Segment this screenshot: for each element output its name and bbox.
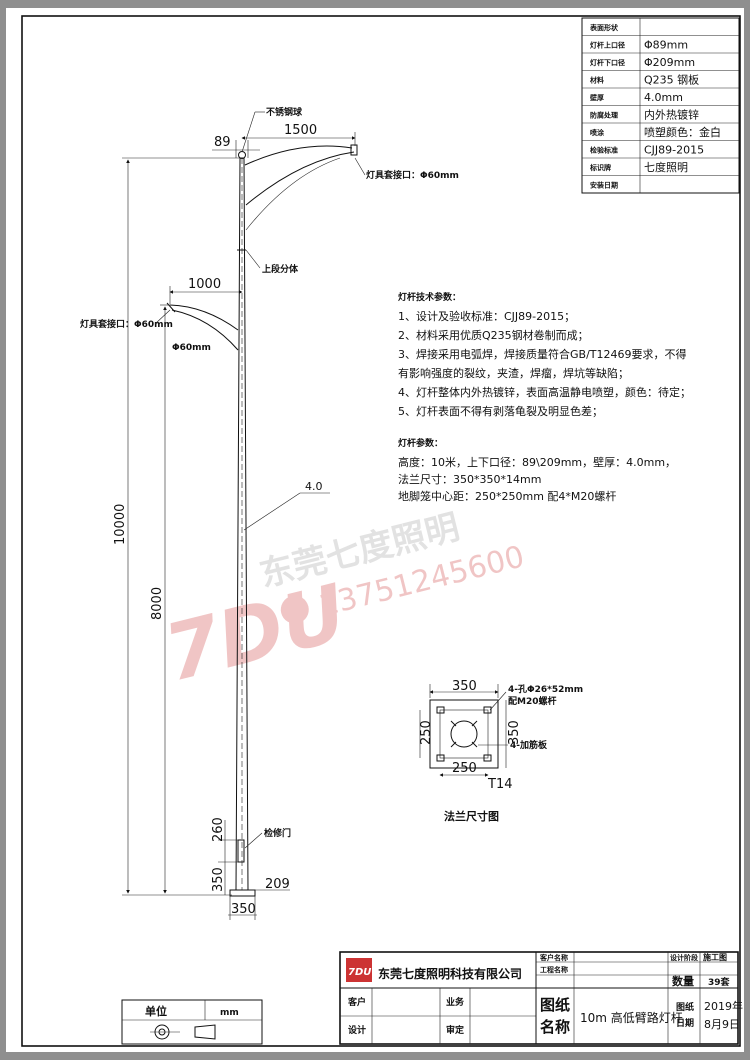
date-value-2: 8月9日 (704, 1018, 740, 1031)
customer-name-label: 客户名称 (539, 953, 568, 962)
qty-value: 39套 (708, 976, 731, 988)
drawing-name-label-2: 名称 (540, 1018, 570, 1036)
dim-lower-arm: 1000 (188, 277, 221, 292)
note-upper-mouth: 灯具套接口：Φ60mm (366, 169, 459, 181)
spec-label: 壁厚 (590, 93, 604, 102)
tech-heading: 灯杆技术参数： (398, 291, 461, 303)
dim-bottom-dia: 209 (265, 877, 290, 892)
project-name-label: 工程名称 (540, 965, 568, 974)
flange-dim-top: 350 (452, 679, 477, 694)
dim-top-width: 89 (214, 135, 231, 150)
spec-value: 喷塑颜色：金白 (644, 125, 721, 139)
flange-detail: 350 250 350 250 4-孔Φ26*52mm 配M20螺杆 4-加筋板… (419, 679, 583, 823)
date-value: 2019年 (704, 999, 743, 1013)
flange-dim-inner-side: 250 (419, 720, 434, 745)
note-top-cap: 不锈钢球 (266, 106, 303, 118)
svg-text:7DU: 7DU (348, 967, 371, 978)
flange-dim-inner-bottom: 250 (452, 761, 477, 776)
spec-value: 七度照明 (644, 160, 688, 174)
drawing-frame (21, 15, 741, 1047)
dim-wall: 4.0 (305, 480, 323, 493)
spec-label: 材料 (589, 76, 604, 85)
unit-value: mm (220, 1008, 239, 1018)
flange-dim-side: 350 (507, 720, 522, 745)
params-heading: 灯杆参数： (398, 437, 443, 449)
business-label: 业务 (446, 996, 465, 1008)
service-door (237, 839, 245, 863)
note-split: 上段分体 (262, 263, 299, 275)
spec-label: 标识牌 (589, 163, 611, 172)
param-line: 高度：10米，上下口径：89\209mm，壁厚：4.0mm， (398, 455, 676, 469)
tech-item: 1、设计及验收标准：CJJ89-2015； (398, 309, 575, 323)
upper-arm (244, 145, 353, 166)
pole-elevation: 不锈钢球 灯具套接口：Φ60mm 上段分体 灯具套接口：Φ60mm Φ60mm … (80, 106, 459, 920)
flange-code: T14 (487, 777, 512, 792)
param-line: 法兰尺寸：350*350*14mm (398, 472, 541, 486)
spec-value: Φ209mm (644, 56, 695, 69)
tech-item: 5、灯杆表面不得有剥落龟裂及明显色差； (398, 404, 603, 418)
spec-value: Q235 钢板 (644, 73, 699, 87)
date-label: 图纸 (676, 1001, 694, 1013)
lower-arm (169, 304, 239, 331)
note-lower-phi: Φ60mm (172, 343, 211, 353)
note-door: 检修门 (264, 827, 291, 839)
spec-label: 防腐处理 (590, 111, 618, 120)
flange-bolt-note: 配M20螺杆 (508, 695, 556, 707)
unit-label: 单位 (145, 1004, 167, 1018)
drawing-name-label: 图纸 (540, 996, 570, 1014)
dim-lower-height: 8000 (150, 587, 165, 620)
dim-flange-width: 350 (231, 902, 256, 917)
spec-value: Φ89mm (644, 39, 688, 52)
pole-params: 灯杆参数： 高度：10米，上下口径：89\209mm，壁厚：4.0mm， 法兰尺寸… (398, 437, 676, 503)
flange-rib-note: 4-加筋板 (510, 739, 548, 751)
company-logo: 7DU (346, 958, 372, 982)
date-label-2: 日期 (676, 1017, 694, 1029)
tech-item: 有影响强度的裂纹，夹渣，焊瘤，焊坑等缺陷； (398, 366, 629, 380)
flange-caption: 法兰尺寸图 (444, 809, 499, 823)
phone-icon (280, 595, 309, 624)
tech-item: 3、焊接采用电弧焊，焊接质量符合GB/T12469要求，不得 (398, 347, 687, 361)
spec-value: CJJ89-2015 (644, 144, 704, 157)
spec-value: 4.0mm (644, 91, 683, 104)
spec-label: 灯杆下口径 (590, 58, 625, 67)
flange-hole-note: 4-孔Φ26*52mm (508, 683, 583, 695)
tech-notes: 灯杆技术参数： 1、设计及验收标准：CJJ89-2015； 2、材料采用优质Q23… (398, 291, 691, 418)
param-line: 地脚笼中心距：250*250mm 配4*M20螺杆 (398, 489, 616, 503)
spec-label: 喷涂 (590, 128, 604, 137)
flange-plate (429, 699, 499, 769)
review-label: 审定 (446, 1024, 465, 1036)
title-block: 7DU 东莞七度照明科技有限公司 客户名称 工程名称 设计阶段 施工图 数量 3… (339, 951, 743, 1045)
unit-box: 单位 mm (121, 999, 263, 1045)
note-lower-mouth: 灯具套接口：Φ60mm (80, 318, 173, 330)
drawing-name: 10m 高低臂路灯杆 (580, 1010, 683, 1025)
design-label: 设计 (348, 1024, 366, 1036)
dim-total-height: 10000 (113, 504, 128, 545)
spec-label: 安装日期 (590, 181, 618, 190)
customer-label: 客户 (347, 996, 366, 1008)
spec-value: 内外热镀锌 (644, 108, 699, 122)
company-name: 东莞七度照明科技有限公司 (378, 966, 522, 981)
tech-item: 2、材料采用优质Q235钢材卷制而成； (398, 328, 589, 342)
dim-door: 260 (211, 817, 226, 842)
spec-label: 灯杆上口径 (590, 41, 625, 50)
spec-label: 表面形状 (589, 23, 619, 32)
stage-label: 设计阶段 (670, 953, 698, 962)
dim-base: 350 (211, 867, 226, 892)
stage-value: 施工图 (703, 952, 727, 962)
dim-upper-arm: 1500 (284, 123, 317, 138)
base-plate (229, 889, 256, 897)
flange-center-hole (450, 720, 478, 748)
tech-item: 4、灯杆整体内外热镀锌，表面高温静电喷塑，颜色：待定； (398, 385, 691, 399)
qty-label: 数量 (672, 974, 694, 988)
spec-label: 检验标准 (590, 146, 618, 155)
